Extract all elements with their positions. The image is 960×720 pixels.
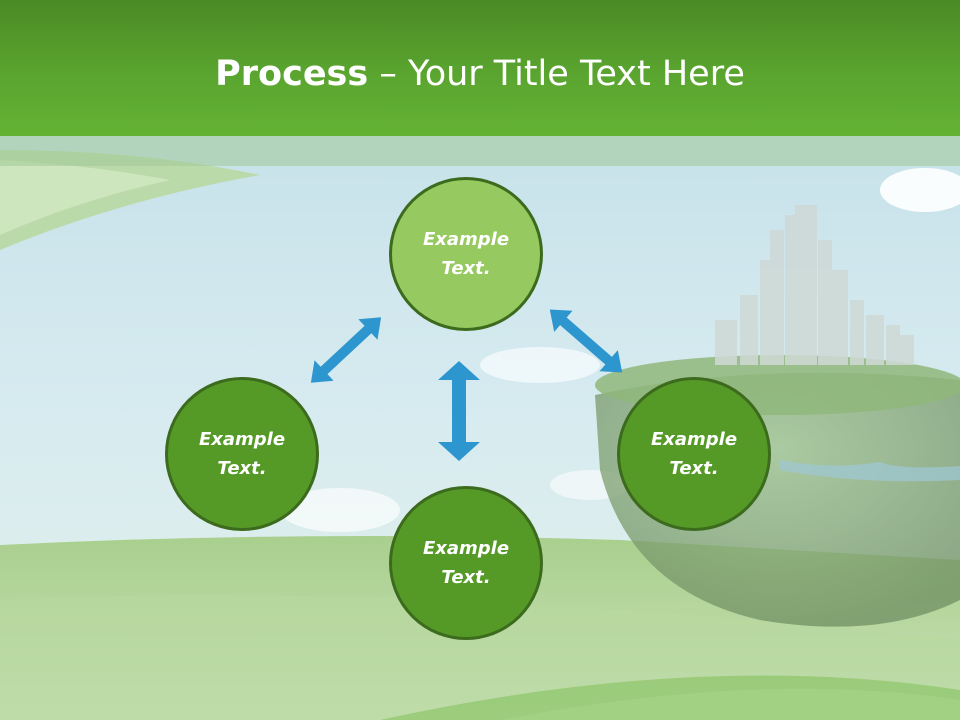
node-left-line1: Example xyxy=(198,429,286,450)
node-bottom-line2: Text. xyxy=(441,567,491,588)
arrow-top-left xyxy=(310,317,382,383)
process-node-bottom: Example Text. xyxy=(389,486,543,640)
process-node-left: Example Text. xyxy=(165,377,319,531)
process-node-top: Example Text. xyxy=(389,177,543,331)
arrow-top-right xyxy=(549,309,623,373)
arrow-center-vertical xyxy=(438,361,480,461)
node-right-label: Example Text. xyxy=(639,425,749,483)
node-bottom-line1: Example xyxy=(422,538,510,559)
node-top-line2: Text. xyxy=(441,258,491,279)
node-top-line1: Example xyxy=(422,229,510,250)
page-title: Process – Your Title Text Here xyxy=(0,48,960,100)
process-node-right: Example Text. xyxy=(617,377,771,531)
node-bottom-label: Example Text. xyxy=(411,534,521,592)
title-bar xyxy=(0,0,960,136)
node-left-label: Example Text. xyxy=(187,425,297,483)
title-rest: – Your Title Text Here xyxy=(368,54,745,94)
node-left-line2: Text. xyxy=(217,458,267,479)
node-right-line1: Example xyxy=(650,429,738,450)
title-band xyxy=(0,136,960,166)
node-top-label: Example Text. xyxy=(411,225,521,283)
title-bold: Process xyxy=(215,54,369,94)
node-right-line2: Text. xyxy=(669,458,719,479)
